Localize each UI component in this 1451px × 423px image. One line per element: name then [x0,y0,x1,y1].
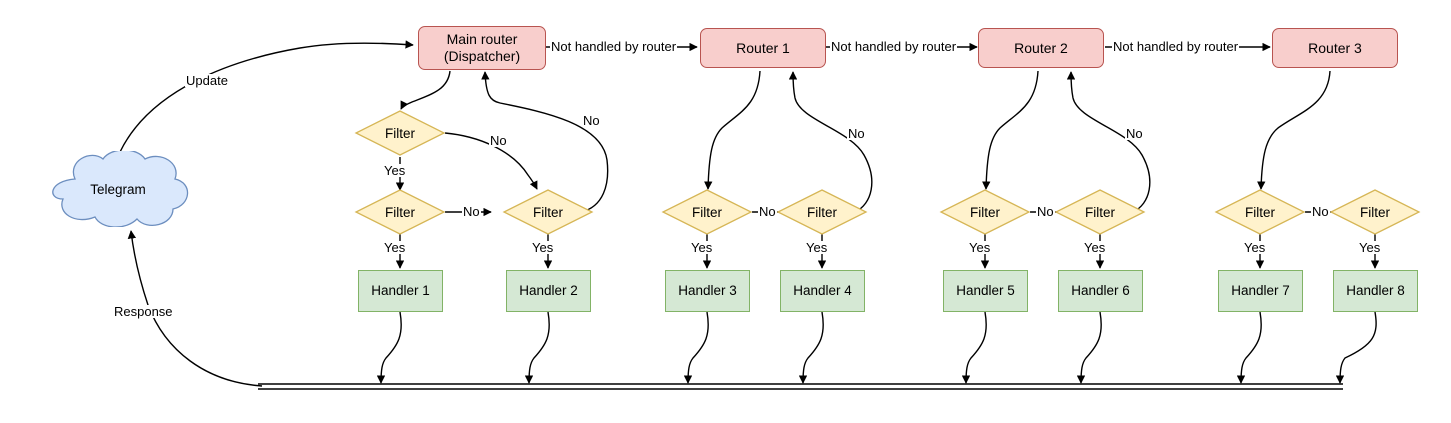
telegram-label: Telegram [90,181,146,197]
edge-label-yes-filter-3: Yes [690,240,714,255]
handler-4-label: Handler 4 [793,283,852,299]
node-filter-7[interactable]: Filter [1214,189,1306,235]
edge-label-no-filter-4: No [847,126,866,141]
edge-label-yes-filter-7: Yes [1243,240,1267,255]
main-router-label-line1: Main router [446,31,518,48]
edge-label-not-handled-2: Not handled by router [830,39,958,54]
edge-handler-5-to-collector [961,311,987,384]
node-main-router[interactable]: Main router (Dispatcher) [418,26,546,70]
node-filter-5[interactable]: Filter [939,189,1031,235]
node-router-2[interactable]: Router 2 [978,28,1104,68]
edge-label-yes-filter-5: Yes [968,240,992,255]
node-handler-5[interactable]: Handler 5 [943,270,1028,312]
edge-router-2-to-filter-5 [982,70,1039,190]
edge-label-update: Update [185,73,229,88]
handler-2-label: Handler 2 [519,283,578,299]
node-filter-2[interactable]: Filter [502,189,594,235]
edge-router-1-to-filter-3 [704,70,761,190]
edge-handler-3-to-collector [683,311,709,384]
edge-router-3-to-filter-7 [1257,70,1331,190]
edge-label-yes-filter-2: Yes [531,240,555,255]
handler-8-label: Handler 8 [1346,283,1405,299]
edge-handler-1-to-collector [376,311,402,384]
node-filter-top[interactable]: Filter [354,110,446,156]
handler-7-label: Handler 7 [1231,283,1290,299]
edge-main-router-to-filter-top [400,70,451,110]
node-handler-3[interactable]: Handler 3 [665,270,750,312]
edge-label-yes-filter-8: Yes [1358,240,1382,255]
node-handler-1[interactable]: Handler 1 [358,270,443,312]
handler-3-label: Handler 3 [678,283,737,299]
handler-6-label: Handler 6 [1071,283,1130,299]
edge-label-no-filter-1: No [462,204,481,219]
edge-label-no-filter-top: No [489,133,508,148]
edge-handler-7-to-collector [1236,311,1262,384]
edge-label-yes-filter-4: Yes [805,240,829,255]
edge-label-yes-filter-1: Yes [383,240,407,255]
edge-handler-4-to-collector [798,311,824,384]
cloud-icon [52,151,189,227]
node-handler-2[interactable]: Handler 2 [506,270,591,312]
node-handler-6[interactable]: Handler 6 [1058,270,1143,312]
edge-label-yes-filter-top: Yes [383,163,407,178]
edge-label-not-handled-3: Not handled by router [1112,39,1240,54]
edge-label-yes-filter-6: Yes [1083,240,1107,255]
router-1-label: Router 1 [736,39,790,56]
edge-label-no-filter-6: No [1125,126,1144,141]
edge-handler-2-to-collector [524,311,550,384]
edge-label-no-filter-7: No [1311,204,1330,219]
node-filter-8[interactable]: Filter [1329,189,1421,235]
handler-5-label: Handler 5 [956,283,1015,299]
router-3-label: Router 3 [1308,39,1362,56]
edge-label-not-handled-1: Not handled by router [550,39,678,54]
node-filter-3[interactable]: Filter [661,189,753,235]
edge-handler-6-to-collector [1076,311,1102,384]
telegram-cloud-node[interactable]: Telegram [45,151,191,227]
node-router-3[interactable]: Router 3 [1272,28,1398,68]
node-handler-7[interactable]: Handler 7 [1218,270,1303,312]
node-filter-6[interactable]: Filter [1054,189,1146,235]
edge-handler-8-to-collector [1335,311,1377,384]
handler-1-label: Handler 1 [371,283,430,299]
node-filter-4[interactable]: Filter [776,189,868,235]
edge-label-response: Response [113,304,174,319]
node-filter-1[interactable]: Filter [354,189,446,235]
node-handler-8[interactable]: Handler 8 [1333,270,1418,312]
node-handler-4[interactable]: Handler 4 [780,270,865,312]
main-router-label-line2: (Dispatcher) [443,48,521,64]
router-2-label: Router 2 [1014,39,1068,56]
node-router-1[interactable]: Router 1 [700,28,826,68]
edge-label-no-filter-2: No [582,113,601,128]
edge-label-no-filter-5: No [1036,204,1055,219]
edge-label-no-filter-3: No [758,204,777,219]
collector-bar [258,383,1343,390]
